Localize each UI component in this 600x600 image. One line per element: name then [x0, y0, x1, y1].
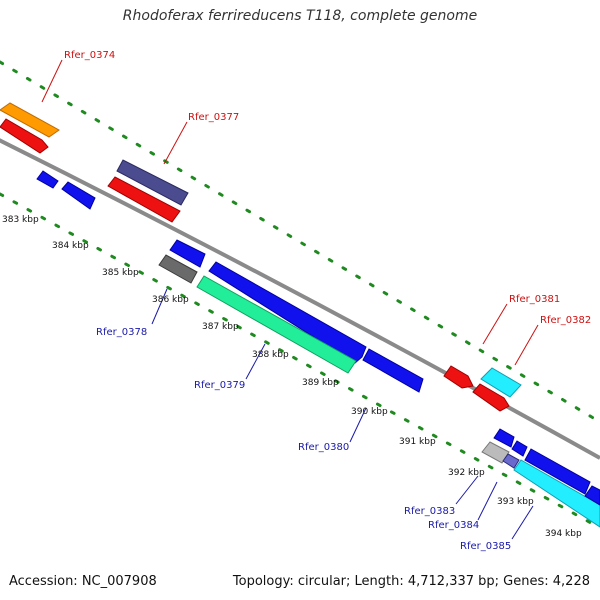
gene-upper-red-1[interactable]	[0, 118, 49, 154]
gene-label-rfer-0377[interactable]: Rfer_0377	[188, 112, 239, 123]
tick-row-outer	[0, 60, 600, 424]
gene-blue-6[interactable]	[511, 440, 528, 457]
gene-label-rfer-0385[interactable]: Rfer_0385	[460, 541, 511, 552]
scale-label-383: 383 kbp	[2, 215, 39, 225]
gene-rfer-0378[interactable]	[158, 254, 198, 284]
gene-upper-red-2[interactable]	[107, 176, 181, 223]
gene-rfer-0383[interactable]	[481, 441, 510, 464]
gene-blue-2[interactable]	[61, 181, 96, 210]
accession-text: Accession: NC_007908	[9, 574, 157, 589]
leader-rfer-0377	[163, 121, 188, 165]
gene-blue-7[interactable]	[524, 448, 591, 495]
leader-rfer-0379	[245, 343, 266, 380]
gene-rfer-0377[interactable]	[116, 159, 189, 206]
gene-rfer-0384[interactable]	[502, 453, 520, 469]
gene-rfer-0385[interactable]	[513, 459, 600, 528]
scale-label-384: 384 kbp	[52, 241, 89, 251]
topology-text: Topology: circular; Length: 4,712,337 bp…	[232, 574, 590, 589]
gene-rfer-0380[interactable]	[362, 348, 424, 393]
leader-rfer-0374	[41, 59, 63, 103]
scale-label-385: 385 kbp	[102, 268, 139, 278]
gene-label-rfer-0380[interactable]: Rfer_0380	[298, 442, 349, 453]
scale-label-389: 389 kbp	[302, 378, 339, 388]
leader-rfer-0378	[151, 288, 168, 325]
gene-blue-5[interactable]	[493, 428, 515, 448]
scale-label-386: 386 kbp	[152, 295, 189, 305]
scale-label-394: 394 kbp	[545, 529, 582, 539]
gene-label-rfer-0381[interactable]: Rfer_0381	[509, 294, 560, 305]
gene-upper-red-3[interactable]	[472, 383, 510, 412]
gene-label-rfer-0378[interactable]: Rfer_0378	[96, 327, 147, 338]
gene-label-rfer-0379[interactable]: Rfer_0379	[194, 380, 245, 391]
gene-label-rfer-0382[interactable]: Rfer_0382	[540, 315, 591, 326]
gene-rfer-0379[interactable]	[196, 275, 357, 374]
gene-blue-4[interactable]	[208, 261, 367, 364]
leader-rfer-0380	[349, 407, 367, 443]
gene-rfer-0381[interactable]	[443, 365, 474, 389]
gene-label-rfer-0384[interactable]: Rfer_0384	[428, 520, 479, 531]
genome-backbone	[0, 138, 600, 460]
gene-label-rfer-0383[interactable]: Rfer_0383	[404, 506, 455, 517]
tick-row-inner	[0, 192, 600, 530]
gene-blue-8[interactable]	[584, 485, 600, 506]
gene-label-rfer-0374[interactable]: Rfer_0374	[64, 50, 115, 61]
leader-rfer-0381	[482, 303, 508, 345]
gene-blue-3[interactable]	[169, 239, 206, 268]
scale-label-391: 391 kbp	[399, 437, 436, 447]
scale-label-392: 392 kbp	[448, 468, 485, 478]
leader-rfer-0382	[514, 324, 539, 366]
scale-label-393: 393 kbp	[497, 497, 534, 507]
map-title: Rhodoferax ferrireducens T118, complete …	[122, 8, 478, 24]
gene-rfer-0374[interactable]	[0, 102, 60, 138]
scale-label-387: 387 kbp	[202, 322, 239, 332]
leader-rfer-0385	[511, 505, 534, 540]
leader-rfer-0383	[455, 475, 479, 505]
gene-blue-1[interactable]	[36, 170, 59, 189]
scale-label-390: 390 kbp	[351, 407, 388, 417]
gene-rfer-0382[interactable]	[480, 367, 522, 398]
leader-rfer-0384	[477, 481, 498, 521]
scale-label-388: 388 kbp	[252, 350, 289, 360]
